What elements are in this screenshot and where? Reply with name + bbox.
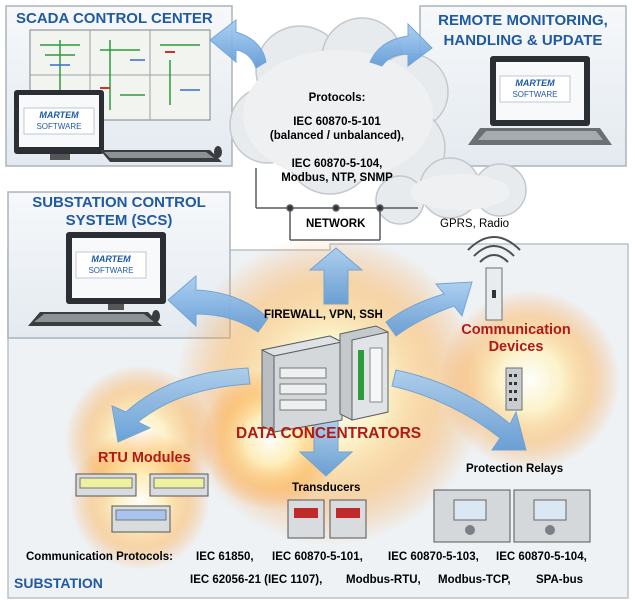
rtu-label: RTU Modules	[98, 450, 191, 466]
remote-title-line2: HANDLING & UPDATE	[443, 32, 603, 49]
radio-device	[467, 236, 521, 321]
arrow-to-scada	[209, 18, 267, 69]
logo-screens	[23, 75, 571, 279]
network-bus	[255, 168, 418, 241]
protocol-p4: IEC 60870-5-104,	[496, 551, 587, 563]
logo-laptop-top: MARTEM	[515, 78, 555, 88]
network-label: NETWORK	[306, 218, 366, 230]
logo-scs-bottom: SOFTWARE	[88, 266, 134, 275]
logo-laptop-bottom: SOFTWARE	[512, 90, 558, 99]
data-concentrator-device	[260, 325, 389, 433]
cloud-line2: (balanced / unbalanced),	[269, 130, 405, 142]
protection-relay-devices	[433, 489, 591, 543]
protocol-p3: IEC 60870-5-103,	[388, 551, 479, 563]
scs-title-line1: SUBSTATION CONTROL	[32, 194, 206, 211]
arrow-to-network	[308, 247, 364, 305]
cloud-line3: IEC 60870-5-104,	[291, 158, 383, 170]
scs-title-line2: SYSTEM (SCS)	[65, 212, 173, 229]
firewall-label: FIREWALL, VPN, SSH	[264, 309, 383, 321]
arrow-to-relays	[391, 369, 527, 451]
protocol-p2: IEC 60870-5-101,	[272, 551, 363, 563]
arrow-to-remote	[369, 22, 433, 67]
arrow-to-scs	[167, 274, 269, 333]
logo-scs-top: MARTEM	[91, 254, 131, 264]
substation-label: SUBSTATION	[14, 575, 103, 591]
comm-devices-line1: Communication	[461, 322, 571, 338]
protocol-p5: IEC 62056-21 (IEC 1107),	[190, 574, 323, 586]
comm-devices-line2: Devices	[488, 339, 544, 355]
gprs-label: GPRS, Radio	[440, 218, 510, 230]
transducers-label: Transducers	[292, 482, 361, 494]
relays-label: Protection Relays	[466, 463, 564, 475]
protocol-cloud	[229, 17, 527, 225]
switch-device	[505, 367, 523, 411]
protocol-p1: IEC 61850,	[196, 551, 254, 563]
remote-title-line1: REMOTE MONITORING,	[438, 12, 608, 29]
scada-title: SCADA CONTROL CENTER	[16, 10, 213, 27]
logo-scada-bottom: SOFTWARE	[36, 122, 82, 131]
arrow-to-comm	[385, 281, 473, 337]
transducer-devices	[287, 499, 367, 539]
rtu-modules	[75, 473, 209, 533]
data-concentrators-label: DATA CONCENTRATORS	[236, 425, 422, 442]
protocol-p7: Modbus-TCP,	[438, 574, 511, 586]
protocol-p6: Modbus-RTU,	[346, 574, 421, 586]
cloud-line4: Modbus, NTP, SNMP	[281, 172, 393, 184]
flow-arrows	[111, 18, 527, 477]
protocol-p8: SPA-bus	[536, 574, 584, 586]
logo-scada-top: MARTEM	[39, 110, 79, 120]
arrow-to-rtu	[111, 367, 251, 443]
cloud-line1: IEC 60870-5-101	[293, 116, 381, 128]
cloud-protocols-title: Protocols:	[308, 92, 366, 104]
bottom-protocols-label: Communication Protocols:	[26, 551, 173, 563]
